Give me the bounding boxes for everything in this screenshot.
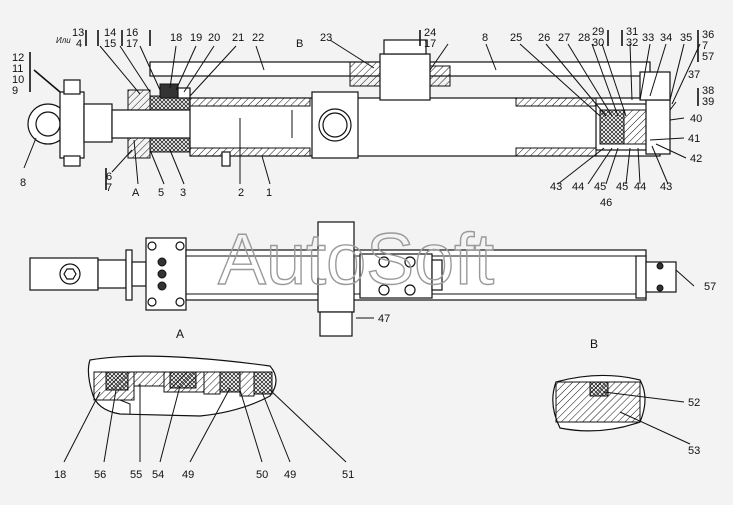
callout-label: 7 <box>702 40 708 52</box>
callout-label: 6 <box>106 171 112 183</box>
valve-block <box>379 53 431 101</box>
callout-label: 36 <box>702 29 714 41</box>
callout-label: 25 <box>510 32 522 44</box>
view-b-title: В <box>590 337 598 351</box>
callout-label: 3 <box>180 187 186 199</box>
callout-label: 46 <box>600 197 612 209</box>
callout-label: 54 <box>152 469 164 481</box>
callout-label: 42 <box>690 153 702 165</box>
callout-label: 30 <box>592 37 604 49</box>
view-a-title: А <box>176 327 184 341</box>
callout-label: 38 <box>702 85 714 97</box>
callout-label: 9 <box>12 85 18 97</box>
callout-labels: Или 13 4 14 15 16 17 18 19 20 21 22 В 23… <box>12 26 716 481</box>
callout-label: 12 <box>12 52 24 64</box>
callout-label: 33 <box>642 32 654 44</box>
lower-trunnion <box>317 221 355 313</box>
callout-label: 35 <box>680 32 692 44</box>
callout-label: 28 <box>578 32 590 44</box>
callout-label: 5 <box>158 187 164 199</box>
callout-label: 7 <box>106 182 112 194</box>
callout-label: 26 <box>538 32 550 44</box>
callout-label: А <box>132 187 140 199</box>
watermark: AutoSoft <box>218 220 494 300</box>
callout-label: 34 <box>660 32 672 44</box>
callout-label: 50 <box>256 469 268 481</box>
callout-label: 27 <box>558 32 570 44</box>
callout-label: 55 <box>130 469 142 481</box>
callout-label: 37 <box>688 69 700 81</box>
callout-label: 24 <box>424 27 436 39</box>
callout-label: 53 <box>688 445 700 457</box>
callout-label: 40 <box>690 113 702 125</box>
callout-label: 14 <box>104 27 116 39</box>
cylinder-section-view <box>27 39 671 167</box>
callout-label: 22 <box>252 32 264 44</box>
callout-label: 20 <box>208 32 220 44</box>
callout-label: 45 <box>616 181 628 193</box>
callout-label: 17 <box>424 38 436 50</box>
callout-label: 41 <box>688 133 700 145</box>
callout-label: 39 <box>702 96 714 108</box>
cylinder-tube <box>189 97 661 157</box>
callout-label: 19 <box>190 32 202 44</box>
callout-label: 45 <box>594 181 606 193</box>
callout-label: 31 <box>626 26 638 38</box>
callout-label: В <box>296 38 303 50</box>
rod-end-neck <box>83 103 113 143</box>
eye-lug-hole <box>35 111 61 137</box>
callout-label: 15 <box>104 38 116 50</box>
callout-label: 13 <box>72 27 84 39</box>
callout-label: 47 <box>378 313 390 325</box>
cylinder-external-view <box>29 221 677 337</box>
callout-label: 43 <box>660 181 672 193</box>
end-cap <box>645 99 671 155</box>
callout-label: 23 <box>320 32 332 44</box>
callout-label: 18 <box>170 32 182 44</box>
callout-label: 2 <box>238 187 244 199</box>
callout-label: 43 <box>550 181 562 193</box>
label-ili: Или <box>56 36 71 45</box>
callout-label: 57 <box>704 281 716 293</box>
callout-label: 44 <box>634 181 646 193</box>
rod-end-block <box>59 91 85 159</box>
callout-label: 16 <box>126 27 138 39</box>
callout-label: 56 <box>94 469 106 481</box>
callout-label: 17 <box>126 38 138 50</box>
callout-label: 44 <box>572 181 584 193</box>
callout-label: 4 <box>76 38 82 50</box>
callout-label: 11 <box>12 63 23 75</box>
callout-label: 18 <box>54 469 66 481</box>
leader-lines <box>23 30 701 463</box>
callout-label: 49 <box>284 469 296 481</box>
detail-a <box>87 355 277 417</box>
callout-label: 51 <box>342 469 354 481</box>
callout-label: 10 <box>12 74 24 86</box>
callout-label: 57 <box>702 51 714 63</box>
callout-label: 8 <box>482 32 488 44</box>
detail-b <box>552 374 646 432</box>
callout-label: 21 <box>232 32 244 44</box>
callout-label: 29 <box>592 26 604 38</box>
callout-label: 1 <box>266 187 272 199</box>
callout-label: 52 <box>688 397 700 409</box>
callout-label: 32 <box>626 37 638 49</box>
callout-label: 8 <box>20 177 26 189</box>
callout-label: 49 <box>182 469 194 481</box>
